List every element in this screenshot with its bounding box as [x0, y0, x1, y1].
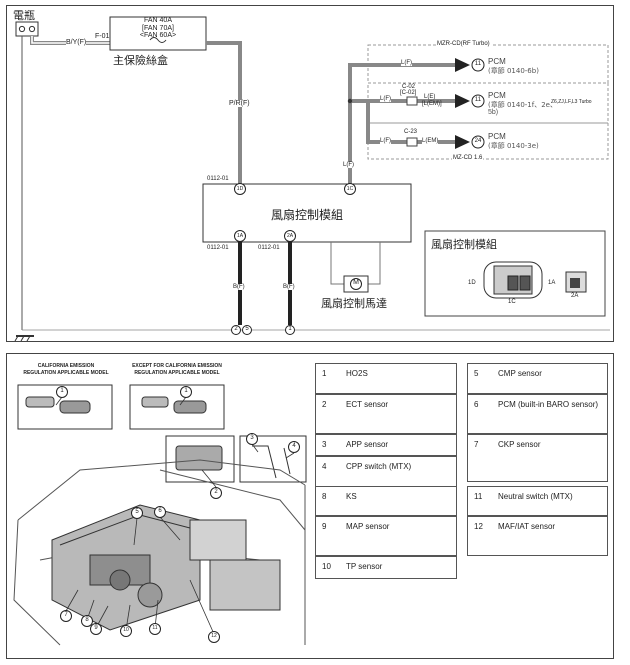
- conn-0112-top: 0112-01: [207, 176, 229, 182]
- fusebox-name: 主保險絲盒: [113, 54, 168, 67]
- fusebox-line-1: FAN 40A: [143, 17, 172, 24]
- callout-3: 3: [250, 435, 254, 441]
- pcm2-num: 11: [474, 97, 482, 103]
- pcm2-note: Z6,ZJ,LF,L3 Turbo: [551, 99, 592, 105]
- arrow-pcm-3: [455, 135, 470, 149]
- inset-1c: 1C: [508, 299, 516, 305]
- pcm2-title: PCM: [488, 91, 506, 100]
- engine-block: [51, 504, 281, 631]
- cal-title-2: REGULATION APPLICABLE MODEL: [23, 370, 109, 376]
- pcm3-conn: C-23: [404, 129, 418, 135]
- callout-8: 8: [85, 617, 89, 623]
- pin-2a: 2A: [286, 233, 294, 239]
- arrow-pcm-2: [455, 94, 470, 108]
- pin-1d: 1D: [236, 186, 244, 192]
- wiring-diagram-panel: [6, 5, 614, 342]
- pcm1-ref: (章節 0140-6b): [488, 67, 539, 75]
- callout-2: 2: [214, 489, 218, 495]
- exc-title-2: REGULATION APPLICABLE MODEL: [134, 370, 220, 376]
- motor-name: 風扇控制馬達: [321, 297, 387, 310]
- pcm3-num: 24: [474, 138, 482, 144]
- inset-title: 風扇控制模組: [431, 238, 497, 251]
- pcm3-title: PCM: [488, 132, 506, 141]
- pin-1a: 1A: [236, 233, 244, 239]
- callout-circles: [56, 386, 300, 643]
- connector-c23: [406, 137, 418, 147]
- wire-pr-label: P/R(F): [229, 100, 250, 107]
- fuse-box: [109, 16, 207, 51]
- wire-lf-1: [348, 63, 455, 186]
- conn-0112-left: 0112-01: [207, 245, 229, 251]
- pcm2-lem: [L(EM)]: [422, 101, 442, 107]
- wire-lf-label: L(F): [343, 162, 354, 168]
- motor-icon: [350, 278, 362, 290]
- callout-12: 12: [211, 633, 217, 639]
- callout-4: 4: [292, 443, 296, 449]
- sensor-location-panel: [6, 353, 614, 659]
- conn-0112-right: 0112-01: [258, 245, 280, 251]
- callout-10: 10: [123, 627, 129, 633]
- pcm3-ref: (章節 0140-3e): [488, 142, 539, 150]
- ground-icon: [14, 335, 34, 342]
- wire-b-right-label: B(F): [283, 284, 295, 290]
- callout-5: 5: [135, 509, 139, 515]
- battery-icon: [15, 21, 39, 37]
- battery-label: 電瓶: [13, 9, 35, 22]
- arrow-pcm-1: [455, 58, 470, 72]
- callout-9: 9: [94, 625, 98, 631]
- motor-symbol: M: [353, 279, 359, 286]
- pcm1-num: 11: [474, 61, 482, 67]
- cal-title: CALIFORNIA EMISSION: [37, 363, 95, 369]
- inset-1d: 1D: [468, 280, 476, 286]
- module-name: 風扇控制模組: [270, 208, 343, 222]
- pcm1-lf: L(F): [401, 60, 412, 66]
- fuse-icon: [149, 37, 167, 43]
- wire-b-left-label: B(F): [233, 284, 245, 290]
- callout-7: 7: [64, 612, 68, 618]
- pcm1-title: PCM: [488, 57, 506, 66]
- ground-5-label: 5: [245, 326, 249, 332]
- pcm2-conn: C-02: [402, 84, 416, 90]
- pcm2-ref: (章節 0140-1f、2e、: [488, 101, 557, 109]
- connector-c02: [406, 96, 418, 106]
- pcm2-le: L(E): [424, 94, 436, 100]
- callout-11: 11: [152, 625, 158, 631]
- callout-6: 6: [158, 508, 162, 514]
- wire-by-label: B/Y(F): [66, 39, 87, 46]
- ground-2-label: 2: [234, 326, 238, 332]
- mzr-label: MZR-CD(RF Turbo): [436, 41, 491, 47]
- ground-1-label: 1: [288, 326, 292, 332]
- mzcd-label: MZ-CD 1.6: [452, 155, 484, 161]
- inset-2a: 2A: [571, 293, 579, 299]
- callout-1-cal: 1: [60, 388, 64, 394]
- connector-f01-label: F-01: [95, 33, 110, 40]
- callout-1-exc: 1: [184, 388, 188, 394]
- wire-pr: [206, 41, 242, 186]
- pcm2-lf: L(F): [380, 96, 391, 102]
- pcm3-lem: L(EM): [422, 138, 439, 144]
- fusebox-line-2: [FAN 70A]: [142, 25, 174, 32]
- pcm3-lf: L(F): [380, 138, 391, 144]
- pcm2-ref2: 5b): [488, 109, 499, 116]
- inset-1a: 1A: [548, 280, 556, 286]
- exc-title: EXCEPT FOR CALIFORNIA EMISSION: [132, 363, 222, 369]
- pin-1c: 1C: [346, 186, 354, 192]
- mzcd-group: [367, 122, 609, 160]
- fusebox-line-3: <FAN 60A>: [139, 32, 177, 39]
- pcm2-conn2: [C-02]: [400, 90, 417, 96]
